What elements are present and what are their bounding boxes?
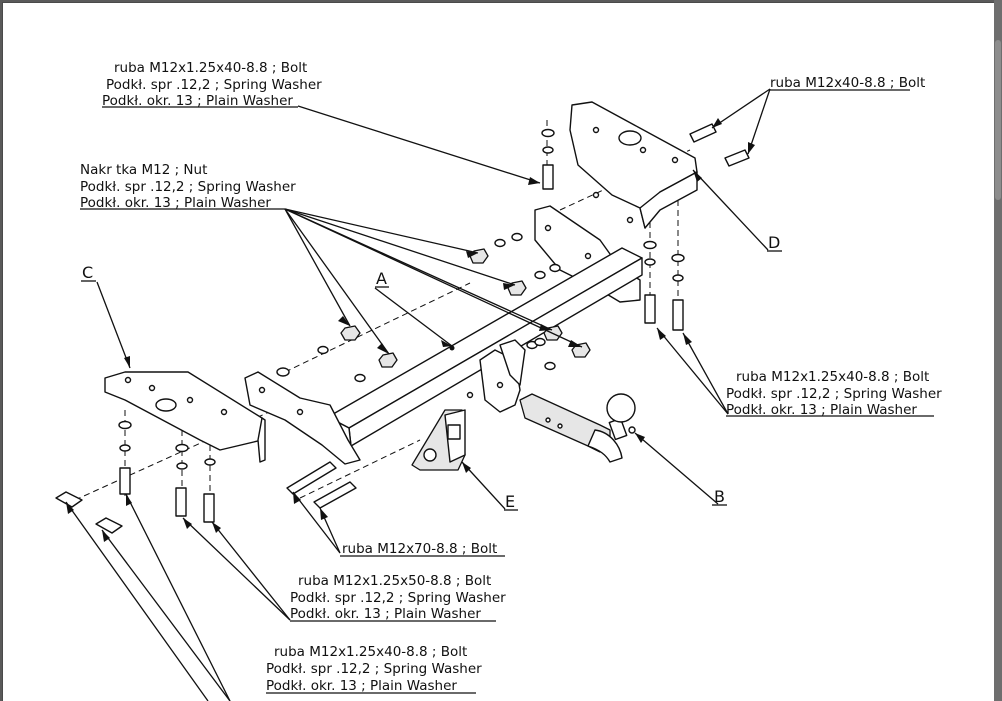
letter-b: B [714,487,725,506]
label-line: Podkł. spr .12,2 ; Spring Washer [726,386,942,402]
label-line: Podkł. spr .12,2 ; Spring Washer [106,77,322,93]
label-line: ruba M12x70-8.8 ; Bolt [342,541,497,557]
arrow-heads [66,118,755,542]
label-m70: ruba M12x70-8.8 ; Bolt [340,541,505,557]
letter-e: E [505,492,515,511]
scroll-thumb[interactable] [995,40,1001,200]
label-line: Podkł. spr .12,2 ; Spring Washer [290,590,506,606]
label-line: ruba M12x40-8.8 ; Bolt [770,75,925,91]
socket-plate-e [411,409,466,471]
nuts-and-washers [118,128,685,470]
scrollbar[interactable] [994,0,1002,701]
bracket-d [569,101,698,229]
label-line: Nakr tka M12 ; Nut [80,162,207,178]
label-line: Podkł. okr. 13 ; Plain Washer [102,93,293,109]
label-line: Podkł. okr. 13 ; Plain Washer [80,195,271,211]
label-line: ruba M12x1.25x40-8.8 ; Bolt [114,60,307,76]
label-m50: ruba M12x1.25x50-8.8 ; Bolt Podkł. spr .… [290,573,506,622]
label-line: Podkł. okr. 13 ; Plain Washer [266,678,457,694]
label-bottom: ruba M12x1.25x40-8.8 ; Bolt Podkł. spr .… [266,644,482,694]
label-line: ruba M12x1.25x40-8.8 ; Bolt [274,644,467,660]
label-top-right: ruba M12x40-8.8 ; Bolt [770,75,925,91]
left-side-plate [244,371,361,465]
center-plates [466,339,526,413]
ball-neck-b [519,393,636,463]
label-right-mid: ruba M12x1.25x40-8.8 ; Bolt Podkł. spr .… [726,369,942,418]
leader-lines [65,88,771,701]
label-line: ruba M12x1.25x50-8.8 ; Bolt [298,573,491,589]
label-nut: Nakr tka M12 ; Nut Podkł. spr .12,2 ; Sp… [80,162,296,211]
label-top-left: ruba M12x1.25x40-8.8 ; Bolt Podkł. spr .… [102,60,322,109]
bracket-c [104,371,266,463]
letter-a: A [376,269,387,288]
label-line: ruba M12x1.25x40-8.8 ; Bolt [736,369,929,385]
label-line: Podkł. okr. 13 ; Plain Washer [726,402,917,418]
label-line: Podkł. spr .12,2 ; Spring Washer [266,661,482,677]
letter-c: C [82,263,93,282]
label-line: Podkł. okr. 13 ; Plain Washer [290,606,481,622]
part-letters: A B C D E [81,233,782,511]
label-line: Podkł. spr .12,2 ; Spring Washer [80,179,296,195]
bolts [55,123,750,534]
letter-d: D [768,233,780,252]
